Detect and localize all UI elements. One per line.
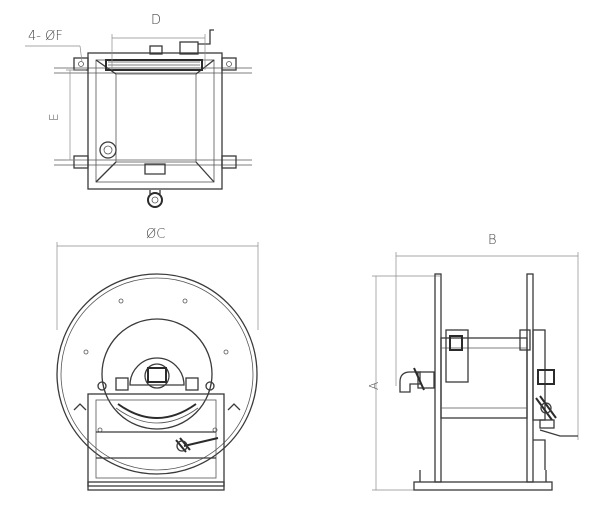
label-c: ØC (146, 227, 165, 242)
label-b: B (488, 233, 497, 248)
front-view: ØC (56, 227, 259, 491)
side-view: B A (367, 233, 579, 491)
label-d: D (151, 13, 161, 28)
top-view: 4- ØF D E (25, 13, 252, 208)
label-holes: 4- ØF (28, 29, 63, 44)
label-e: E (47, 113, 61, 121)
label-a: A (367, 382, 381, 390)
